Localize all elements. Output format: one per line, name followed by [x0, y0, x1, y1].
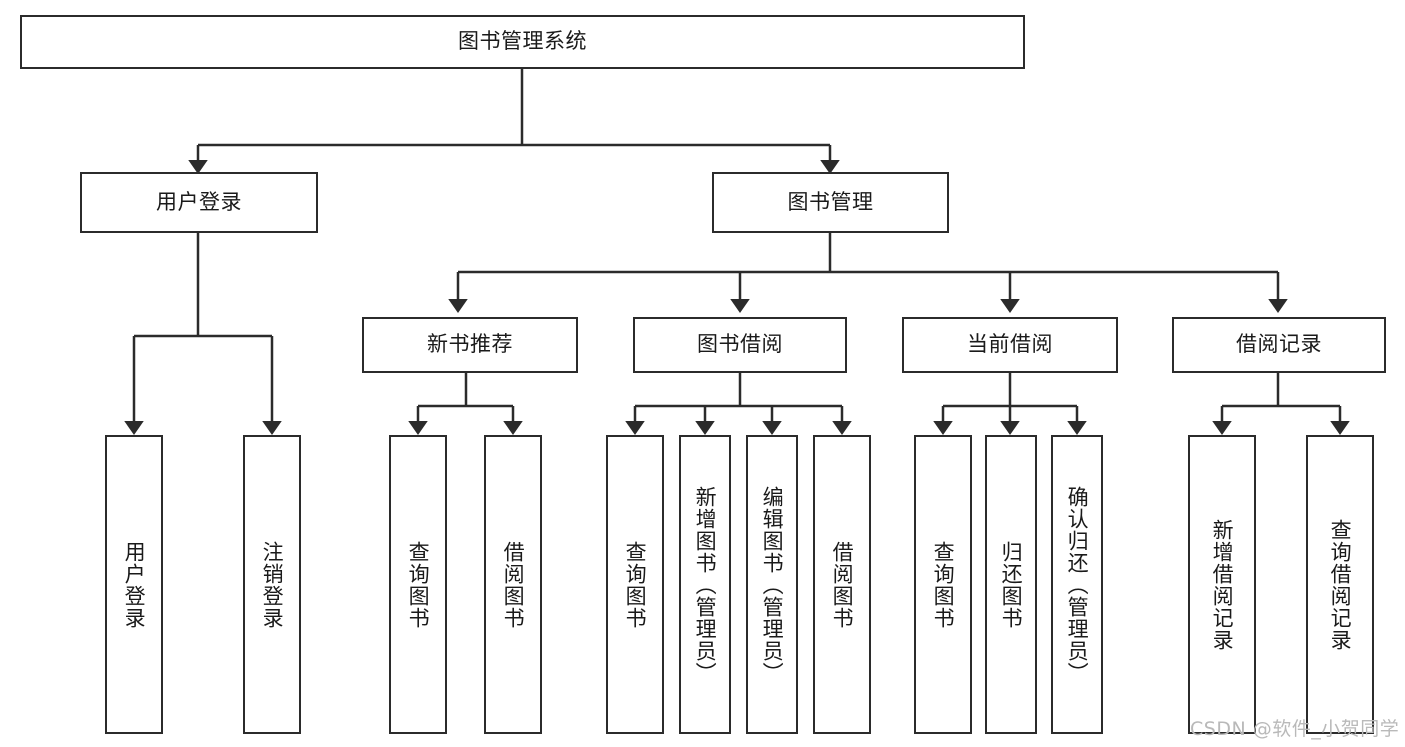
leaf-confirm-return-admin[interactable]: 确认归还（管理员） [1051, 435, 1103, 734]
node-label: 新增图书（管理员） [693, 485, 718, 684]
node-label: 确认归还（管理员） [1065, 485, 1090, 684]
node-borrow-record[interactable]: 借阅记录 [1172, 317, 1386, 373]
node-label: 借阅记录 [1236, 332, 1322, 357]
leaf-add-book-admin[interactable]: 新增图书（管理员） [679, 435, 731, 734]
node-label: 当前借阅 [967, 332, 1053, 357]
node-label: 借阅图书 [501, 540, 526, 629]
leaf-user-login[interactable]: 用户登录 [105, 435, 163, 734]
node-label: 用户登录 [156, 189, 242, 214]
node-root-system[interactable]: 图书管理系统 [20, 15, 1025, 69]
leaf-query-book-current[interactable]: 查询图书 [914, 435, 972, 734]
node-book-borrow[interactable]: 图书借阅 [633, 317, 847, 373]
node-label: 查询图书 [623, 540, 648, 629]
node-book-manage[interactable]: 图书管理 [712, 172, 949, 233]
node-label: 编辑图书（管理员） [760, 485, 785, 684]
node-label: 图书管理系统 [458, 29, 587, 54]
leaf-edit-book-admin[interactable]: 编辑图书（管理员） [746, 435, 798, 734]
node-label: 查询图书 [931, 540, 956, 629]
leaf-borrow-book-borrow[interactable]: 借阅图书 [813, 435, 871, 734]
node-label: 图书借阅 [697, 332, 783, 357]
node-label: 图书管理 [787, 189, 874, 214]
node-label: 注销登录 [260, 540, 285, 629]
node-label: 新书推荐 [427, 332, 513, 357]
leaf-return-book[interactable]: 归还图书 [985, 435, 1037, 734]
leaf-query-book-borrow[interactable]: 查询图书 [606, 435, 664, 734]
node-label: 查询借阅记录 [1328, 518, 1353, 651]
csdn-watermark: CSDN @软件_小贺同学 [1190, 718, 1400, 740]
node-label: 用户登录 [122, 540, 147, 629]
leaf-borrow-book-rec[interactable]: 借阅图书 [484, 435, 542, 734]
node-label: 借阅图书 [830, 540, 855, 629]
leaf-add-borrow-record[interactable]: 新增借阅记录 [1188, 435, 1256, 734]
leaf-logout-login[interactable]: 注销登录 [243, 435, 301, 734]
leaf-query-book-rec[interactable]: 查询图书 [389, 435, 447, 734]
leaf-query-borrow-record[interactable]: 查询借阅记录 [1306, 435, 1374, 734]
node-label: 新增借阅记录 [1210, 518, 1235, 651]
node-label: 查询图书 [406, 540, 431, 629]
node-label: 归还图书 [999, 540, 1024, 629]
node-current-borrow[interactable]: 当前借阅 [902, 317, 1118, 373]
node-user-login[interactable]: 用户登录 [80, 172, 318, 233]
node-new-book-recommendation[interactable]: 新书推荐 [362, 317, 578, 373]
